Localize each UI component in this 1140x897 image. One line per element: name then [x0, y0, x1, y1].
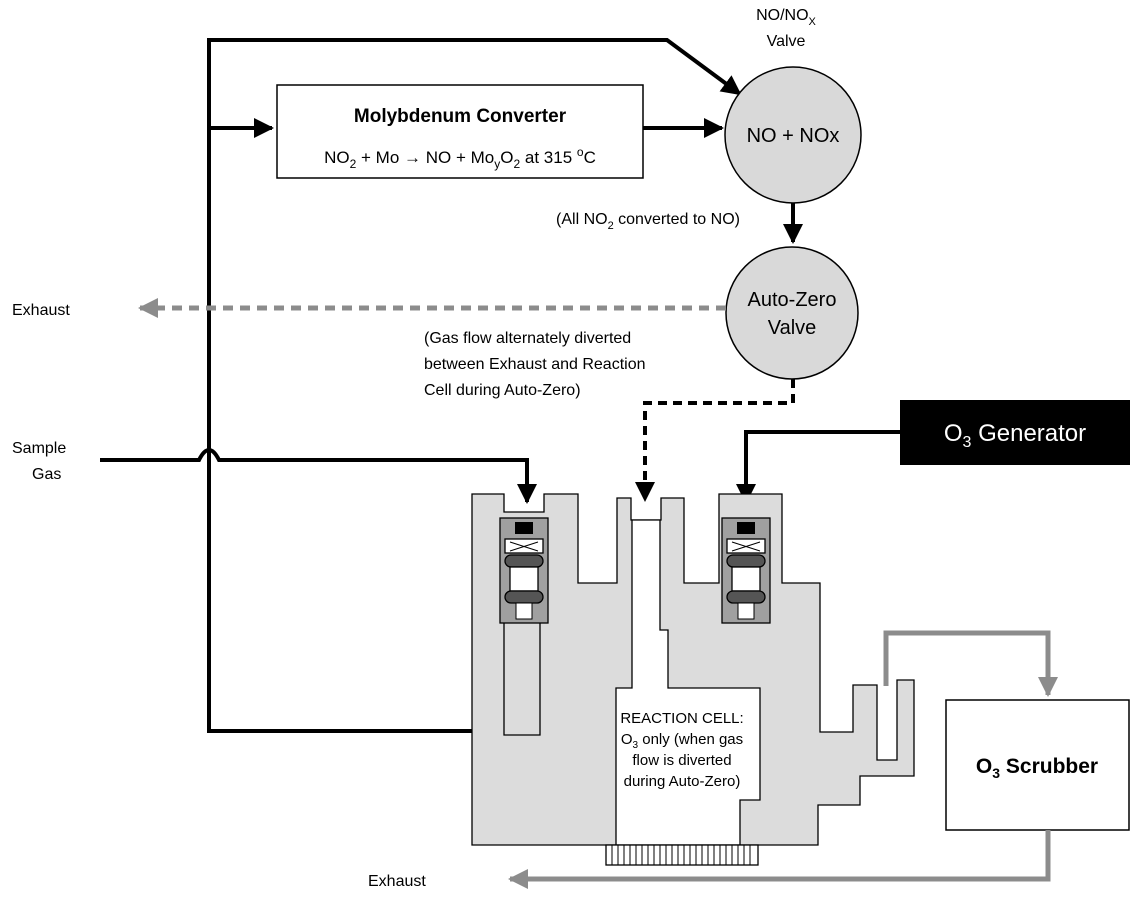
sample-gas-label-1: Sample: [12, 440, 66, 457]
divert-note-1: (Gas flow alternately diverted: [424, 330, 631, 347]
right-orifice-assembly: [721, 517, 771, 624]
divert-note-2: between Exhaust and Reaction: [424, 356, 645, 373]
autozero-to-cell-line: [635, 379, 795, 502]
reaction-cell-label-2: O3 only (when gas: [621, 731, 743, 751]
reaction-cell-label-3: flow is diverted: [632, 752, 731, 769]
sample-manifold-line: [207, 38, 742, 733]
reaction-cell-body: [471, 493, 915, 846]
reaction-cell-label-1: REACTION CELL:: [620, 710, 743, 727]
exhaust-bottom-label: Exhaust: [368, 873, 426, 890]
all-no2-note: (All NO2 converted to NO): [556, 211, 740, 232]
o3-scrubber-box: [945, 699, 1130, 831]
pmt-window: [605, 844, 759, 866]
divert-note-3: Cell during Auto-Zero): [424, 382, 581, 399]
nonox-valve-title: NO/NOX: [756, 7, 816, 28]
cell-to-scrubber-line: [883, 630, 1058, 697]
left-orifice-assembly: [499, 517, 549, 624]
o3-generator-label: O3 Generator: [944, 420, 1086, 451]
o3-generator-box: [900, 400, 1130, 465]
sample-gas-label-2: Gas: [32, 466, 61, 483]
o3-scrubber-label: O3 Scrubber: [976, 755, 1098, 781]
o3-generator-line: [736, 430, 900, 504]
sample-gas-line: [100, 448, 537, 504]
auto-zero-valve: [725, 246, 859, 380]
auto-zero-label-1: Auto-Zero: [748, 289, 837, 311]
converter-title: Molybdenum Converter: [354, 106, 567, 127]
scrubber-to-exhaust-line: [508, 830, 1051, 889]
reaction-cell-label-4: during Auto-Zero): [624, 773, 741, 790]
nonox-valve-label: NO + NOx: [747, 125, 840, 147]
auto-zero-label-2: Valve: [768, 317, 817, 339]
nonox-valve-title-line2: Valve: [767, 33, 806, 50]
reaction-chamber: [615, 519, 761, 846]
exhaust-top-label: Exhaust: [12, 302, 70, 319]
molybdenum-converter-box: [276, 84, 644, 179]
converter-equation: NO2 + Mo → NO + MoyO2 at 315 oC: [324, 145, 596, 171]
